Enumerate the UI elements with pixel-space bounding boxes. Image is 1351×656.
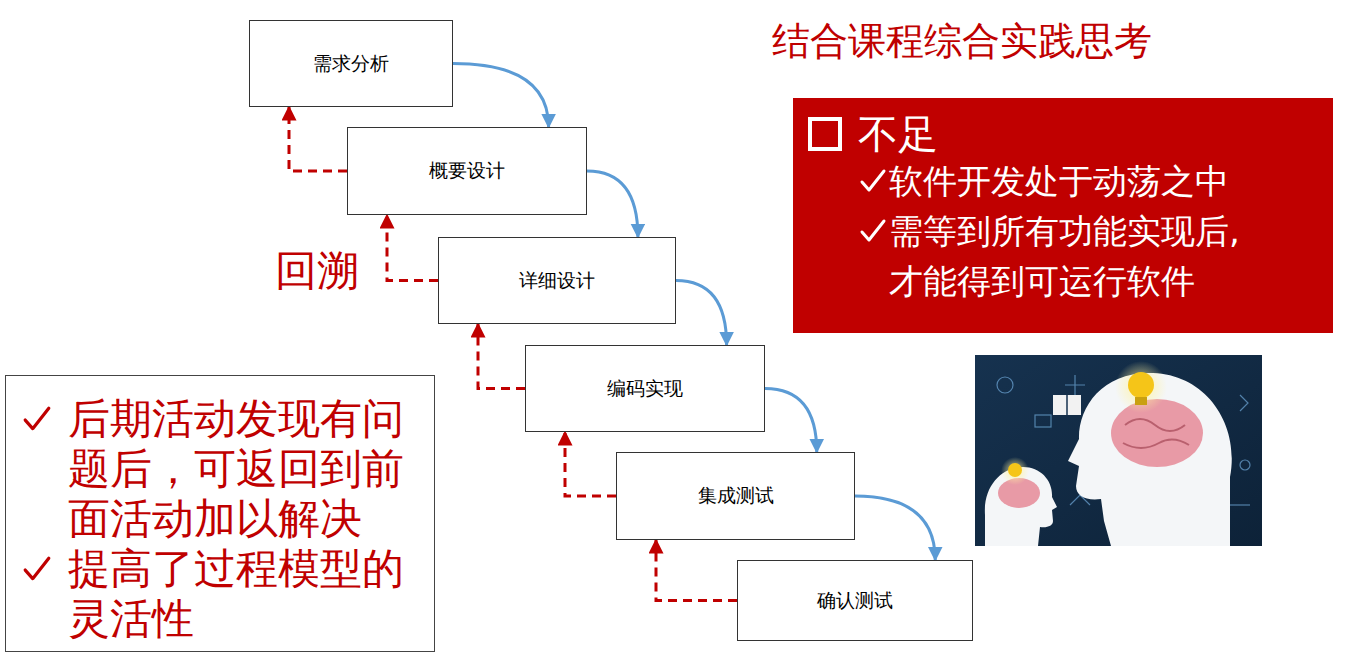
step-name: 确认测试	[817, 588, 893, 614]
bullet-text: 软件开发处于动荡之中	[889, 156, 1269, 206]
note-box: 后期活动发现有问题后，可返回到前面活动加以解决提高了过程模型的灵活性	[5, 375, 435, 652]
connector	[478, 324, 525, 389]
bullet-row: 提高了过程模型的灵活性	[22, 544, 434, 644]
step-name: 集成测试	[698, 483, 774, 509]
process-box: 编码实现	[525, 345, 765, 432]
process-box: 确认测试	[737, 560, 973, 641]
check-mark	[22, 404, 52, 434]
step-name: 需求分析	[313, 51, 389, 77]
step-name: 概要设计	[429, 158, 505, 184]
bullet-row: 后期活动发现有问题后，可返回到前面活动加以解决	[22, 394, 434, 544]
connector	[565, 432, 616, 496]
bullet-text: 需等到所有功能实现后, 才能得到可运行软件	[889, 206, 1269, 306]
bullet-row: 需等到所有功能实现后, 才能得到可运行软件	[859, 206, 1318, 306]
connector	[587, 171, 638, 237]
drawback-panel: 不足软件开发处于动荡之中需等到所有功能实现后, 才能得到可运行软件	[793, 98, 1333, 333]
bullet-text: 后期活动发现有问题后，可返回到前面活动加以解决	[68, 394, 428, 544]
connector	[453, 64, 549, 128]
process-box: 集成测试	[616, 452, 855, 540]
step-name: 详细设计	[519, 268, 595, 294]
process-box: 需求分析	[249, 20, 453, 107]
connector	[676, 281, 727, 346]
bullet-text: 提高了过程模型的灵活性	[68, 544, 428, 644]
heading-row: 不足	[808, 112, 1318, 156]
connector	[855, 496, 935, 560]
check-mark	[859, 167, 887, 195]
connector	[289, 107, 347, 171]
check-mark	[859, 217, 887, 245]
connector	[387, 215, 438, 281]
process-box: 概要设计	[347, 127, 587, 215]
step-name: 编码实现	[607, 376, 683, 402]
section-heading: 结合课程综合实践思考	[772, 16, 1152, 67]
connector	[656, 540, 737, 601]
panel-heading: 不足	[858, 112, 938, 156]
process-box: 详细设计	[438, 237, 676, 324]
feedback-label: 回溯	[275, 243, 359, 299]
bullet-row: 软件开发处于动荡之中	[859, 156, 1318, 206]
thinking-illustration	[975, 355, 1262, 546]
connector	[765, 389, 817, 453]
check-mark	[22, 554, 52, 584]
checkbox-symbol	[808, 117, 842, 151]
